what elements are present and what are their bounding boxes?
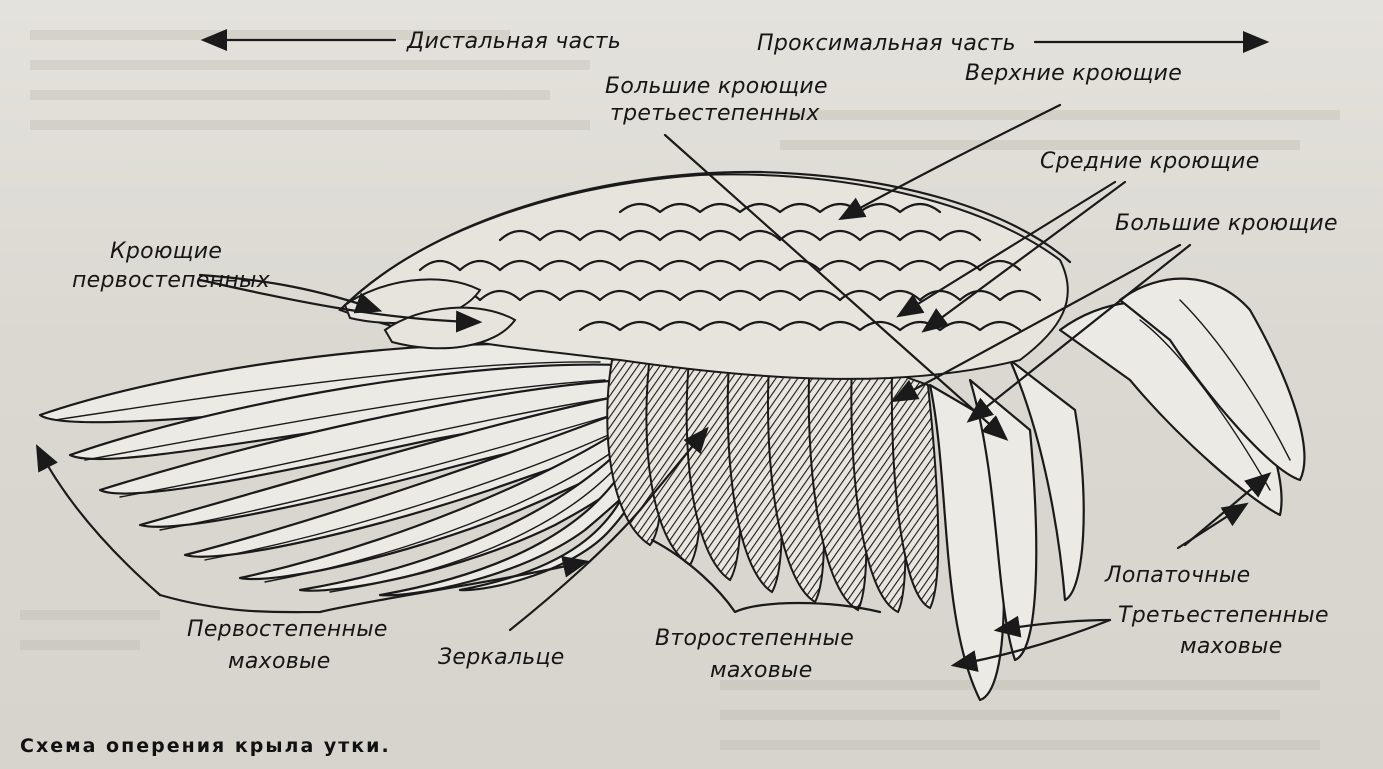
label-speculum: Зеркальце (438, 645, 565, 670)
label-proximal: Проксимальная часть (757, 31, 1016, 56)
tertial-feathers (930, 360, 1084, 700)
label-scapulars: Лопаточные (1104, 563, 1250, 588)
primary-flight-feathers (40, 344, 638, 596)
label-primaries-line1: Первостепенные (187, 617, 388, 642)
label-primaries-line2: маховые (228, 649, 331, 674)
label-middle-coverts: Средние кроющие (1040, 149, 1260, 174)
label-primary-coverts-line2: первостепенных (72, 268, 271, 293)
label-tertials-line1: Третьестепенные (1118, 603, 1329, 628)
label-primary-coverts-line1: Кроющие (110, 239, 222, 264)
label-great-tertial-coverts-line1: Большие кроющие (605, 74, 828, 99)
wing-coverts (340, 172, 1070, 379)
scapular-feathers (1060, 279, 1304, 515)
label-distal: Дистальная часть (406, 29, 621, 54)
figure-caption: Схема оперения крыла утки. (20, 735, 391, 757)
secondary-flight-feathers (607, 348, 938, 612)
label-upper-coverts: Верхние кроющие (965, 61, 1182, 86)
label-secondaries-line1: Второстепенные (655, 626, 854, 651)
label-great-tertial-coverts-line2: третьестепенных (610, 101, 820, 126)
label-secondaries-line2: маховые (710, 658, 813, 683)
label-greater-coverts: Большие кроющие (1115, 211, 1338, 236)
label-tertials-line2: маховые (1180, 634, 1283, 659)
